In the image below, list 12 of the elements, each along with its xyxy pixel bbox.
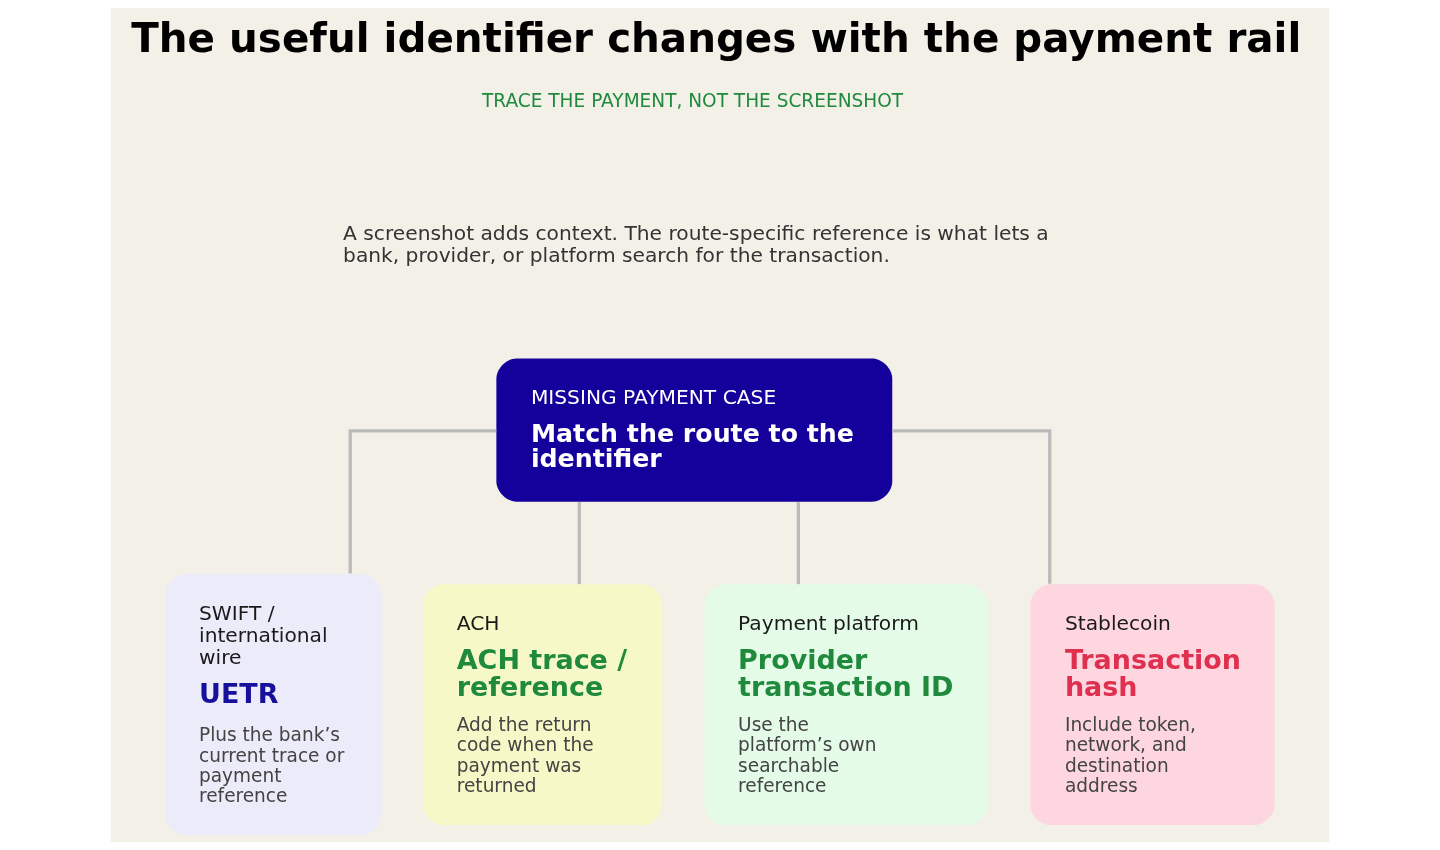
connector [796, 502, 801, 585]
diagram-title: The useful identifier changes with the payment rail [131, 14, 1302, 63]
connector [892, 429, 1052, 584]
label: TRACE THE PAYMENT, NOT THE SCREENSHOT [482, 90, 904, 112]
node-box: MISSING PAYMENT CASE Match the route to the identifier [496, 358, 893, 502]
node-box: ACH ACH trace / reference Add the return code when the payment was returned [423, 584, 663, 826]
connector [348, 429, 497, 574]
label: A screenshot adds context. The route-specific reference is what lets a bank, provider, or platform search for the transaction. [343, 220, 1049, 267]
node-box: Stablecoin Transaction hash Include token, network, and destination address [1030, 584, 1275, 826]
node-box: Payment platform Provider transaction ID Use the platform’s own searchable reference [704, 584, 988, 826]
connector [577, 502, 581, 585]
node-box: SWIFT / international wire UETR Plus the bank’s current trace or payment reference [165, 574, 381, 836]
